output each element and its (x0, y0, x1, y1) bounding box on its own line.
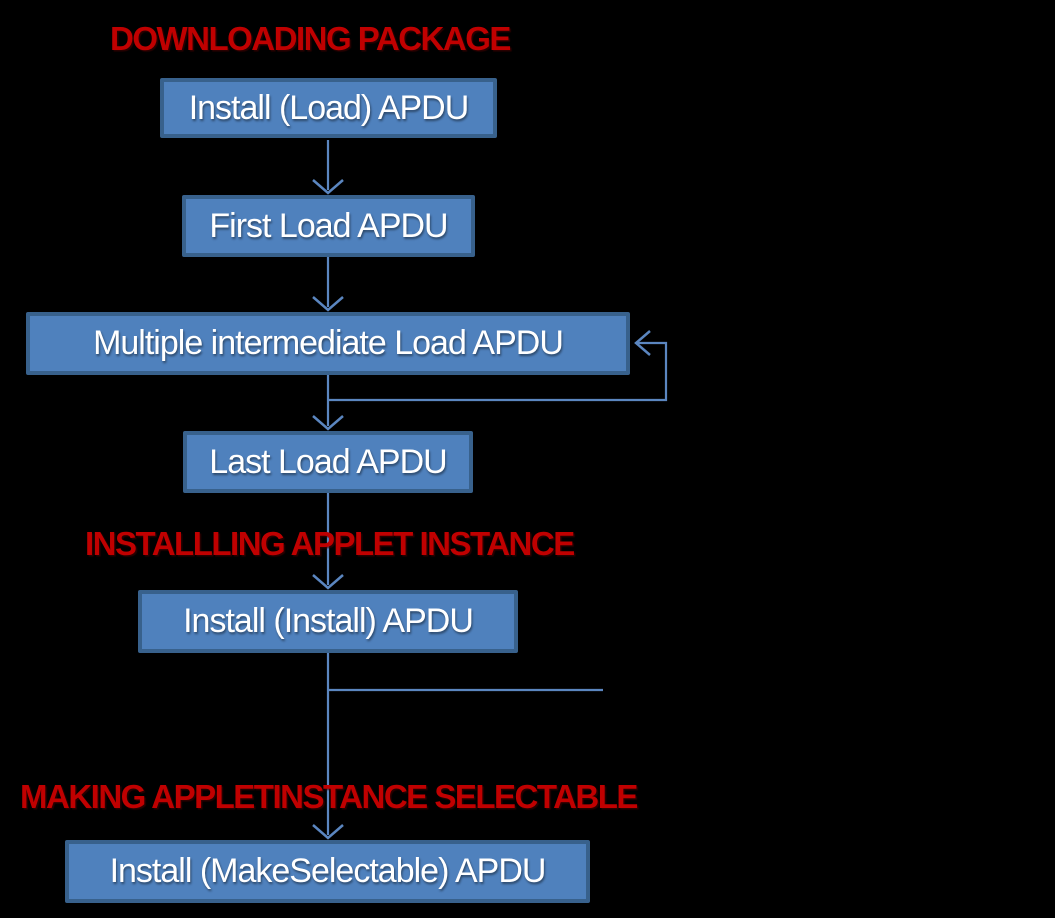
arrow-multiple-intermediate-to-last-load (312, 375, 344, 431)
flow-box-first-load: First Load APDU (182, 195, 475, 257)
section-heading-making-applet-instance-selectable: MAKING APPLETINSTANCE SELECTABLE (20, 778, 638, 815)
self-loop-multiple-intermediate (328, 330, 668, 402)
flow-box-install-load: Install (Load) APDU (160, 78, 497, 138)
section-heading-installing-applet-instance: INSTALLLING APPLET INSTANCE (85, 525, 575, 562)
arrow-install-load-to-first-load (312, 140, 344, 195)
section-heading-downloading-package: DOWNLOADING PACKAGE (110, 20, 511, 57)
flow-box-install-makeselectable: Install (MakeSelectable) APDU (65, 840, 590, 903)
flow-box-last-load: Last Load APDU (183, 431, 473, 493)
flow-box-install-install: Install (Install) APDU (138, 590, 518, 653)
arrow-first-load-to-multiple-intermediate (312, 257, 344, 312)
flow-box-multiple-intermediate-load: Multiple intermediate Load APDU (26, 312, 630, 375)
arrow-install-install-to-makeselectable (312, 653, 344, 840)
arrow-last-load-to-install-install (312, 493, 344, 590)
